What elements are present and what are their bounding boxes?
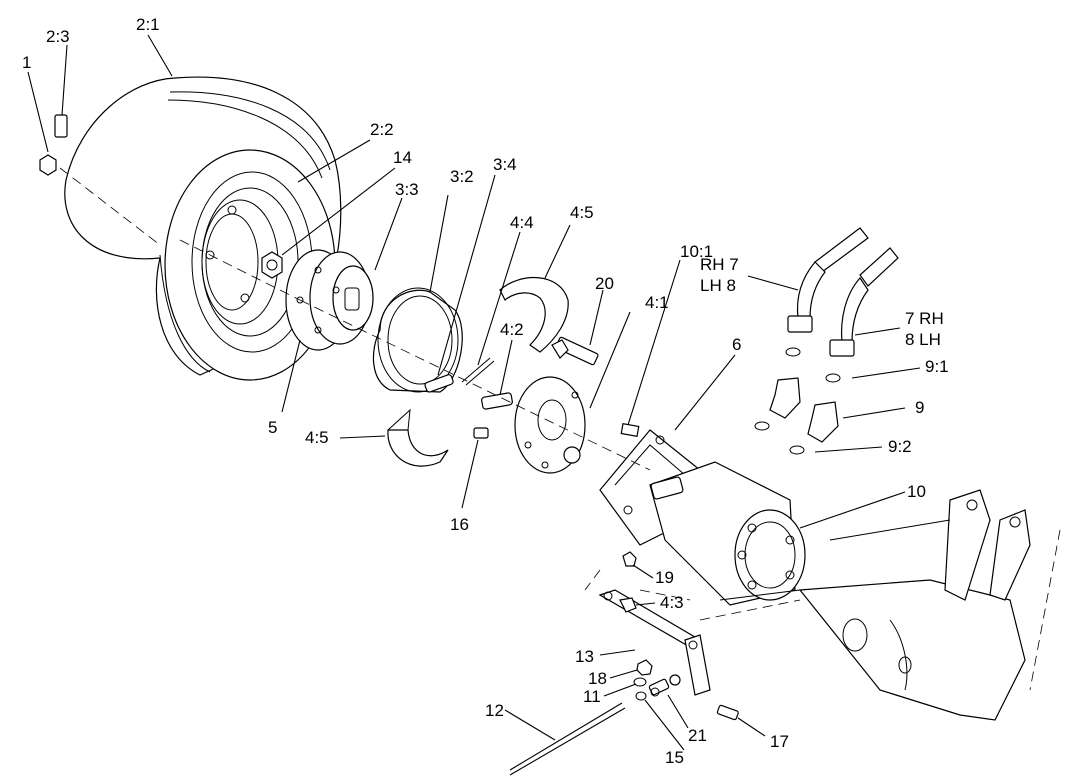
- bolt: [551, 336, 599, 366]
- brake-shoe-top: [499, 277, 569, 353]
- screw: [473, 427, 489, 439]
- callout-21: 21: [688, 726, 707, 745]
- callout-10-1: 10:1: [680, 242, 713, 261]
- valve-stem: [39, 114, 161, 246]
- lug-nut: [261, 251, 283, 279]
- callout-2-1: 2:1: [136, 15, 160, 34]
- callout-4-2: 4:2: [500, 320, 524, 339]
- callout-19: 19: [655, 568, 674, 587]
- callout-11: 11: [583, 687, 601, 706]
- callout-4-5-bottom: 4:5: [305, 428, 329, 447]
- callout-9-1: 9:1: [925, 357, 949, 376]
- callout-8lh: 8 LH: [905, 330, 941, 349]
- wheel-stud: [424, 374, 454, 393]
- callout-20: 20: [595, 274, 614, 293]
- callout-4-4: 4:4: [510, 213, 534, 232]
- callout-rh7: RH 7: [700, 255, 739, 274]
- wheel-motor: [649, 461, 806, 606]
- brake-linkage: [509, 551, 801, 776]
- callout-12: 12: [485, 701, 504, 720]
- callout-13: 13: [575, 647, 594, 666]
- backing-plate: [514, 376, 586, 474]
- elbow-fittings: [754, 377, 839, 455]
- callout-9-2: 9:2: [888, 437, 912, 456]
- callout-2-3: 2:3: [46, 27, 70, 46]
- hydraulic-hoses: [785, 227, 899, 383]
- brake-shoe-bottom: [387, 408, 449, 467]
- callout-4-5-top: 4:5: [570, 203, 594, 222]
- callout-18: 18: [588, 669, 607, 688]
- frame: [719, 489, 1061, 721]
- callout-16: 16: [450, 515, 469, 534]
- callout-lh8: LH 8: [700, 276, 736, 295]
- cotter-pin: [461, 357, 495, 386]
- callout-4-3: 4:3: [660, 593, 684, 612]
- callouts: 1 2:3 2:1 2:2 14 3:3 3:2 3:4 4:4 4:5 20 …: [22, 15, 949, 767]
- callout-14: 14: [393, 148, 412, 167]
- callout-4-1: 4:1: [645, 293, 669, 312]
- callout-1: 1: [22, 53, 31, 72]
- callout-5: 5: [268, 418, 277, 437]
- callout-6: 6: [732, 335, 741, 354]
- wheel-hub: [285, 249, 374, 351]
- shaft-key: [620, 422, 640, 438]
- callout-15: 15: [665, 748, 684, 767]
- callout-10: 10: [907, 482, 926, 501]
- callout-3-2: 3:2: [450, 167, 474, 186]
- callout-3-3: 3:3: [395, 180, 419, 199]
- callout-9: 9: [915, 398, 924, 417]
- callout-17: 17: [770, 732, 789, 751]
- callout-7rh: 7 RH: [905, 309, 944, 328]
- callout-2-2: 2:2: [370, 120, 394, 139]
- leader-lines: [27, 34, 921, 751]
- callout-3-4: 3:4: [493, 155, 517, 174]
